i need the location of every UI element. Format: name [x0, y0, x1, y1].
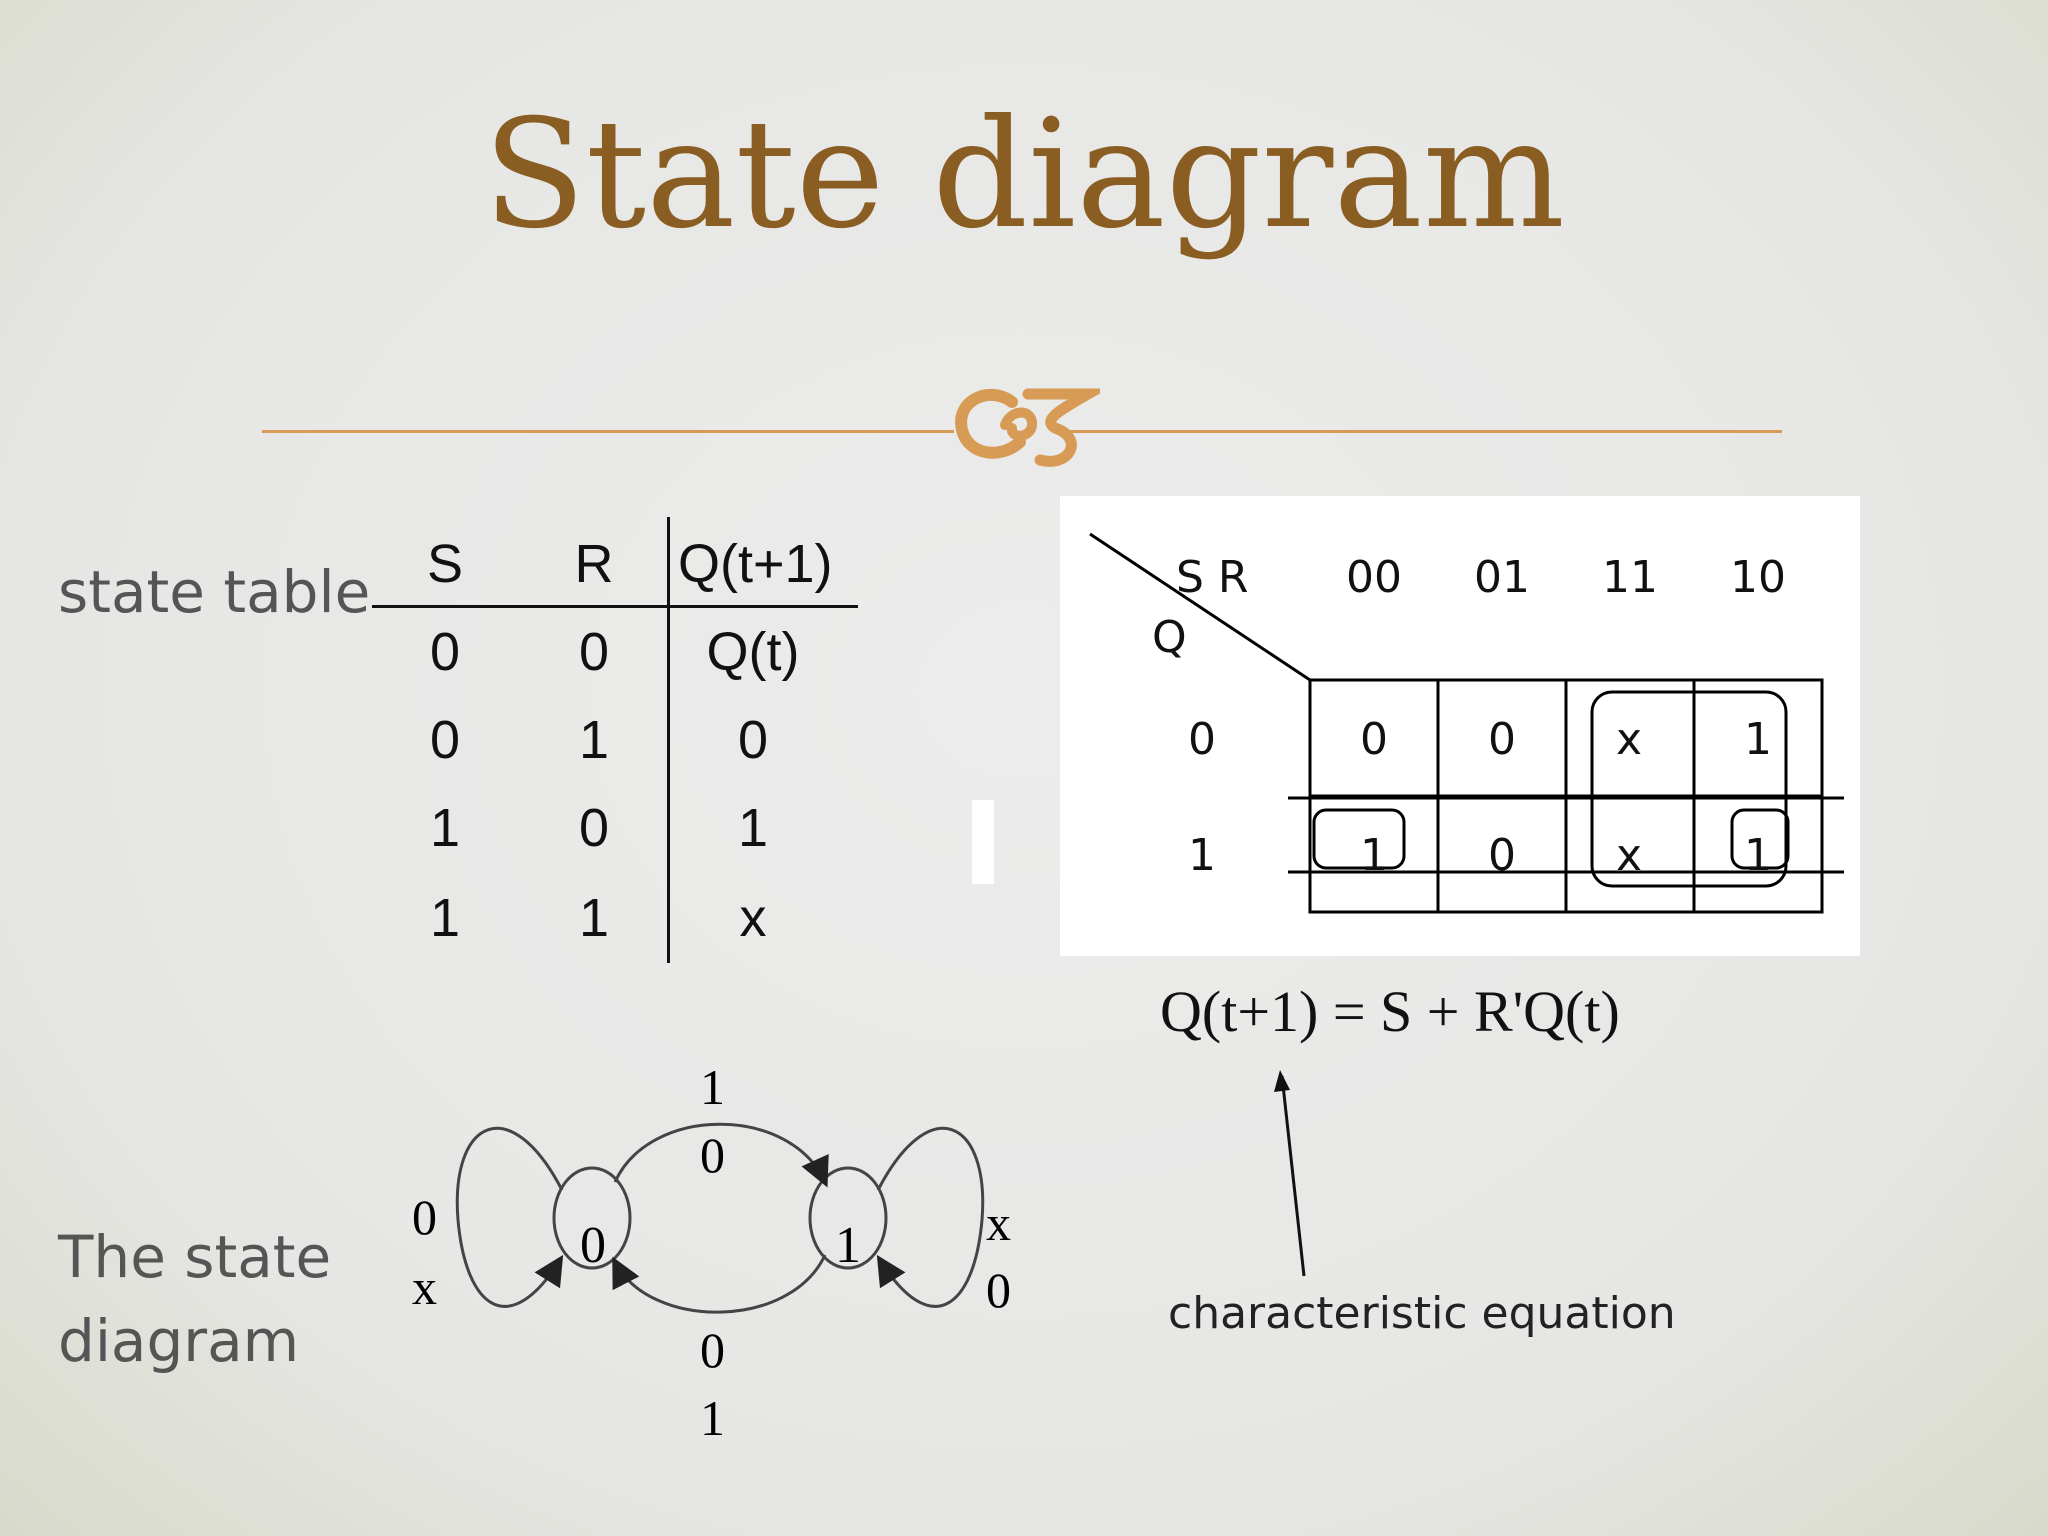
self-loop-1: [876, 1126, 985, 1308]
state-node-0: [552, 1166, 632, 1270]
state-diagram: [455, 1122, 985, 1314]
kmap-cell: 1: [1744, 830, 1772, 881]
self-loop-0: [455, 1126, 564, 1308]
slide-title: State diagram: [482, 88, 1565, 262]
state-table-header-r: R: [574, 534, 614, 594]
kmap-cell: x: [1616, 714, 1643, 765]
state-table-cell: 1: [429, 888, 461, 948]
karnaugh-map: S R Q 00 01 11 10 0 1 0 0 x 1 1 0 x 1: [1060, 496, 1860, 956]
state-table-cell: 0: [737, 710, 769, 770]
kmap-corner-top: S R: [1176, 552, 1249, 603]
state-0-label: 0: [580, 1217, 606, 1274]
divider-left: [262, 430, 954, 433]
kmap-cell: 0: [1488, 830, 1516, 881]
state-table: S R Q(t+1) 0 0 Q(t) 0 1 0 1 0 1 1 1 x: [370, 515, 870, 965]
equation-pointer-arrow: [1274, 1070, 1306, 1277]
state-diagram-label-line2: diagram: [58, 1307, 300, 1375]
kmap-cell: 1: [1360, 830, 1388, 881]
kmap-corner-left: Q: [1152, 612, 1187, 663]
state-table-cell: 0: [429, 710, 461, 770]
state-table-cell: 1: [429, 798, 461, 858]
state-table-cell: 0: [429, 622, 461, 682]
kmap-cell: 0: [1360, 714, 1388, 765]
kmap-cell: x: [1616, 830, 1643, 881]
decorative-flourish-icon: [955, 388, 1100, 467]
kmap-col-header: 01: [1474, 552, 1530, 603]
state-table-cell: x: [739, 888, 767, 948]
state-table-header-q: Q(t+1): [678, 534, 833, 594]
karnaugh-map-grid: [1089, 532, 1844, 914]
state-table-header-rule: [372, 605, 858, 608]
decorative-bar: [972, 800, 994, 884]
kmap-row-header: 0: [1188, 714, 1216, 765]
top-transition-label-1: 1: [700, 1059, 725, 1115]
kmap-col-header: 00: [1346, 552, 1402, 603]
kmap-row-header: 1: [1188, 830, 1216, 881]
transition-1-to-0: [612, 1254, 827, 1314]
state-table-cell: 0: [578, 622, 610, 682]
state-table-column-rule: [667, 517, 670, 963]
characteristic-equation-label: characteristic equation: [1168, 1288, 1676, 1339]
kmap-cell: 1: [1744, 714, 1772, 765]
state-node-1: [808, 1166, 888, 1270]
state-table-cell: 1: [578, 710, 610, 770]
top-transition-label-2: 0: [700, 1127, 725, 1183]
state-table-cell: 1: [578, 888, 610, 948]
characteristic-equation: Q(t+1) = S + R'Q(t): [1160, 979, 1620, 1044]
state-diagram-label-line1: The state: [58, 1223, 332, 1291]
transition-0-to-1: [613, 1122, 829, 1188]
state-table-header-s: S: [426, 534, 464, 594]
kmap-col-header: 11: [1602, 552, 1658, 603]
state-table-label: state table: [58, 558, 371, 626]
bottom-transition-label-1: 0: [700, 1322, 725, 1378]
right-loop-label-2: 0: [986, 1262, 1011, 1318]
bottom-transition-label-2: 1: [700, 1390, 725, 1446]
right-loop-label-1: x: [986, 1195, 1011, 1251]
divider-right: [1070, 430, 1782, 433]
left-loop-label-1: 0: [412, 1189, 437, 1245]
state-table-cell: 1: [737, 798, 769, 858]
state-table-cell: Q(t): [706, 622, 800, 682]
kmap-cell: 0: [1488, 714, 1516, 765]
state-table-cell: 0: [578, 798, 610, 858]
kmap-col-header: 10: [1730, 552, 1786, 603]
left-loop-label-2: x: [412, 1259, 437, 1315]
state-1-label: 1: [835, 1217, 861, 1274]
